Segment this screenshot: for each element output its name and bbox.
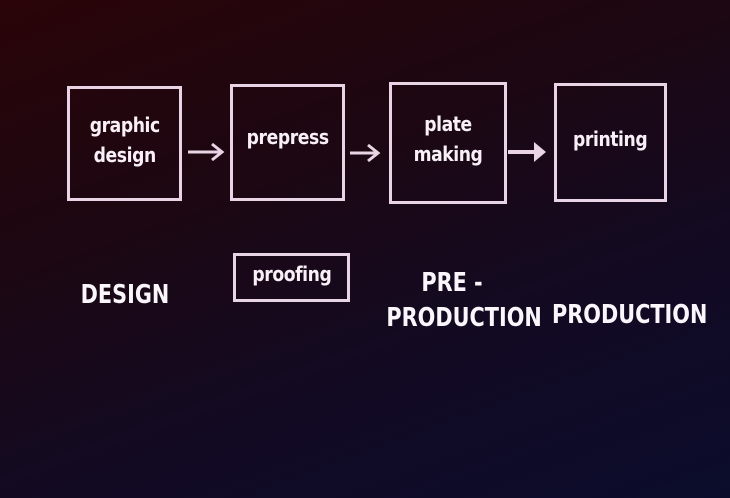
step-box-plate-making: plate making [389,82,507,204]
arrow-2-icon [350,143,381,163]
step-box-graphic-design: graphic design [67,86,182,201]
step-label-printing: printing [573,126,648,151]
arrow-1-icon [188,142,225,162]
step-box-printing: printing [554,83,667,202]
arrow-3-icon [508,142,546,162]
step-label-prepress: prepress [246,124,329,149]
phase-label-pre-production: PRE - PRODUCTION [386,268,542,333]
sub-step-box-proofing: proofing [233,253,350,302]
step-label-plate-making: plate making [413,112,483,166]
phase-label-design: DESIGN [80,280,170,310]
phase-label-production: PRODUCTION [552,300,708,330]
step-label-graphic-design: graphic design [89,112,160,167]
sub-step-label-proofing: proofing [252,261,331,286]
step-box-prepress: prepress [230,84,345,201]
